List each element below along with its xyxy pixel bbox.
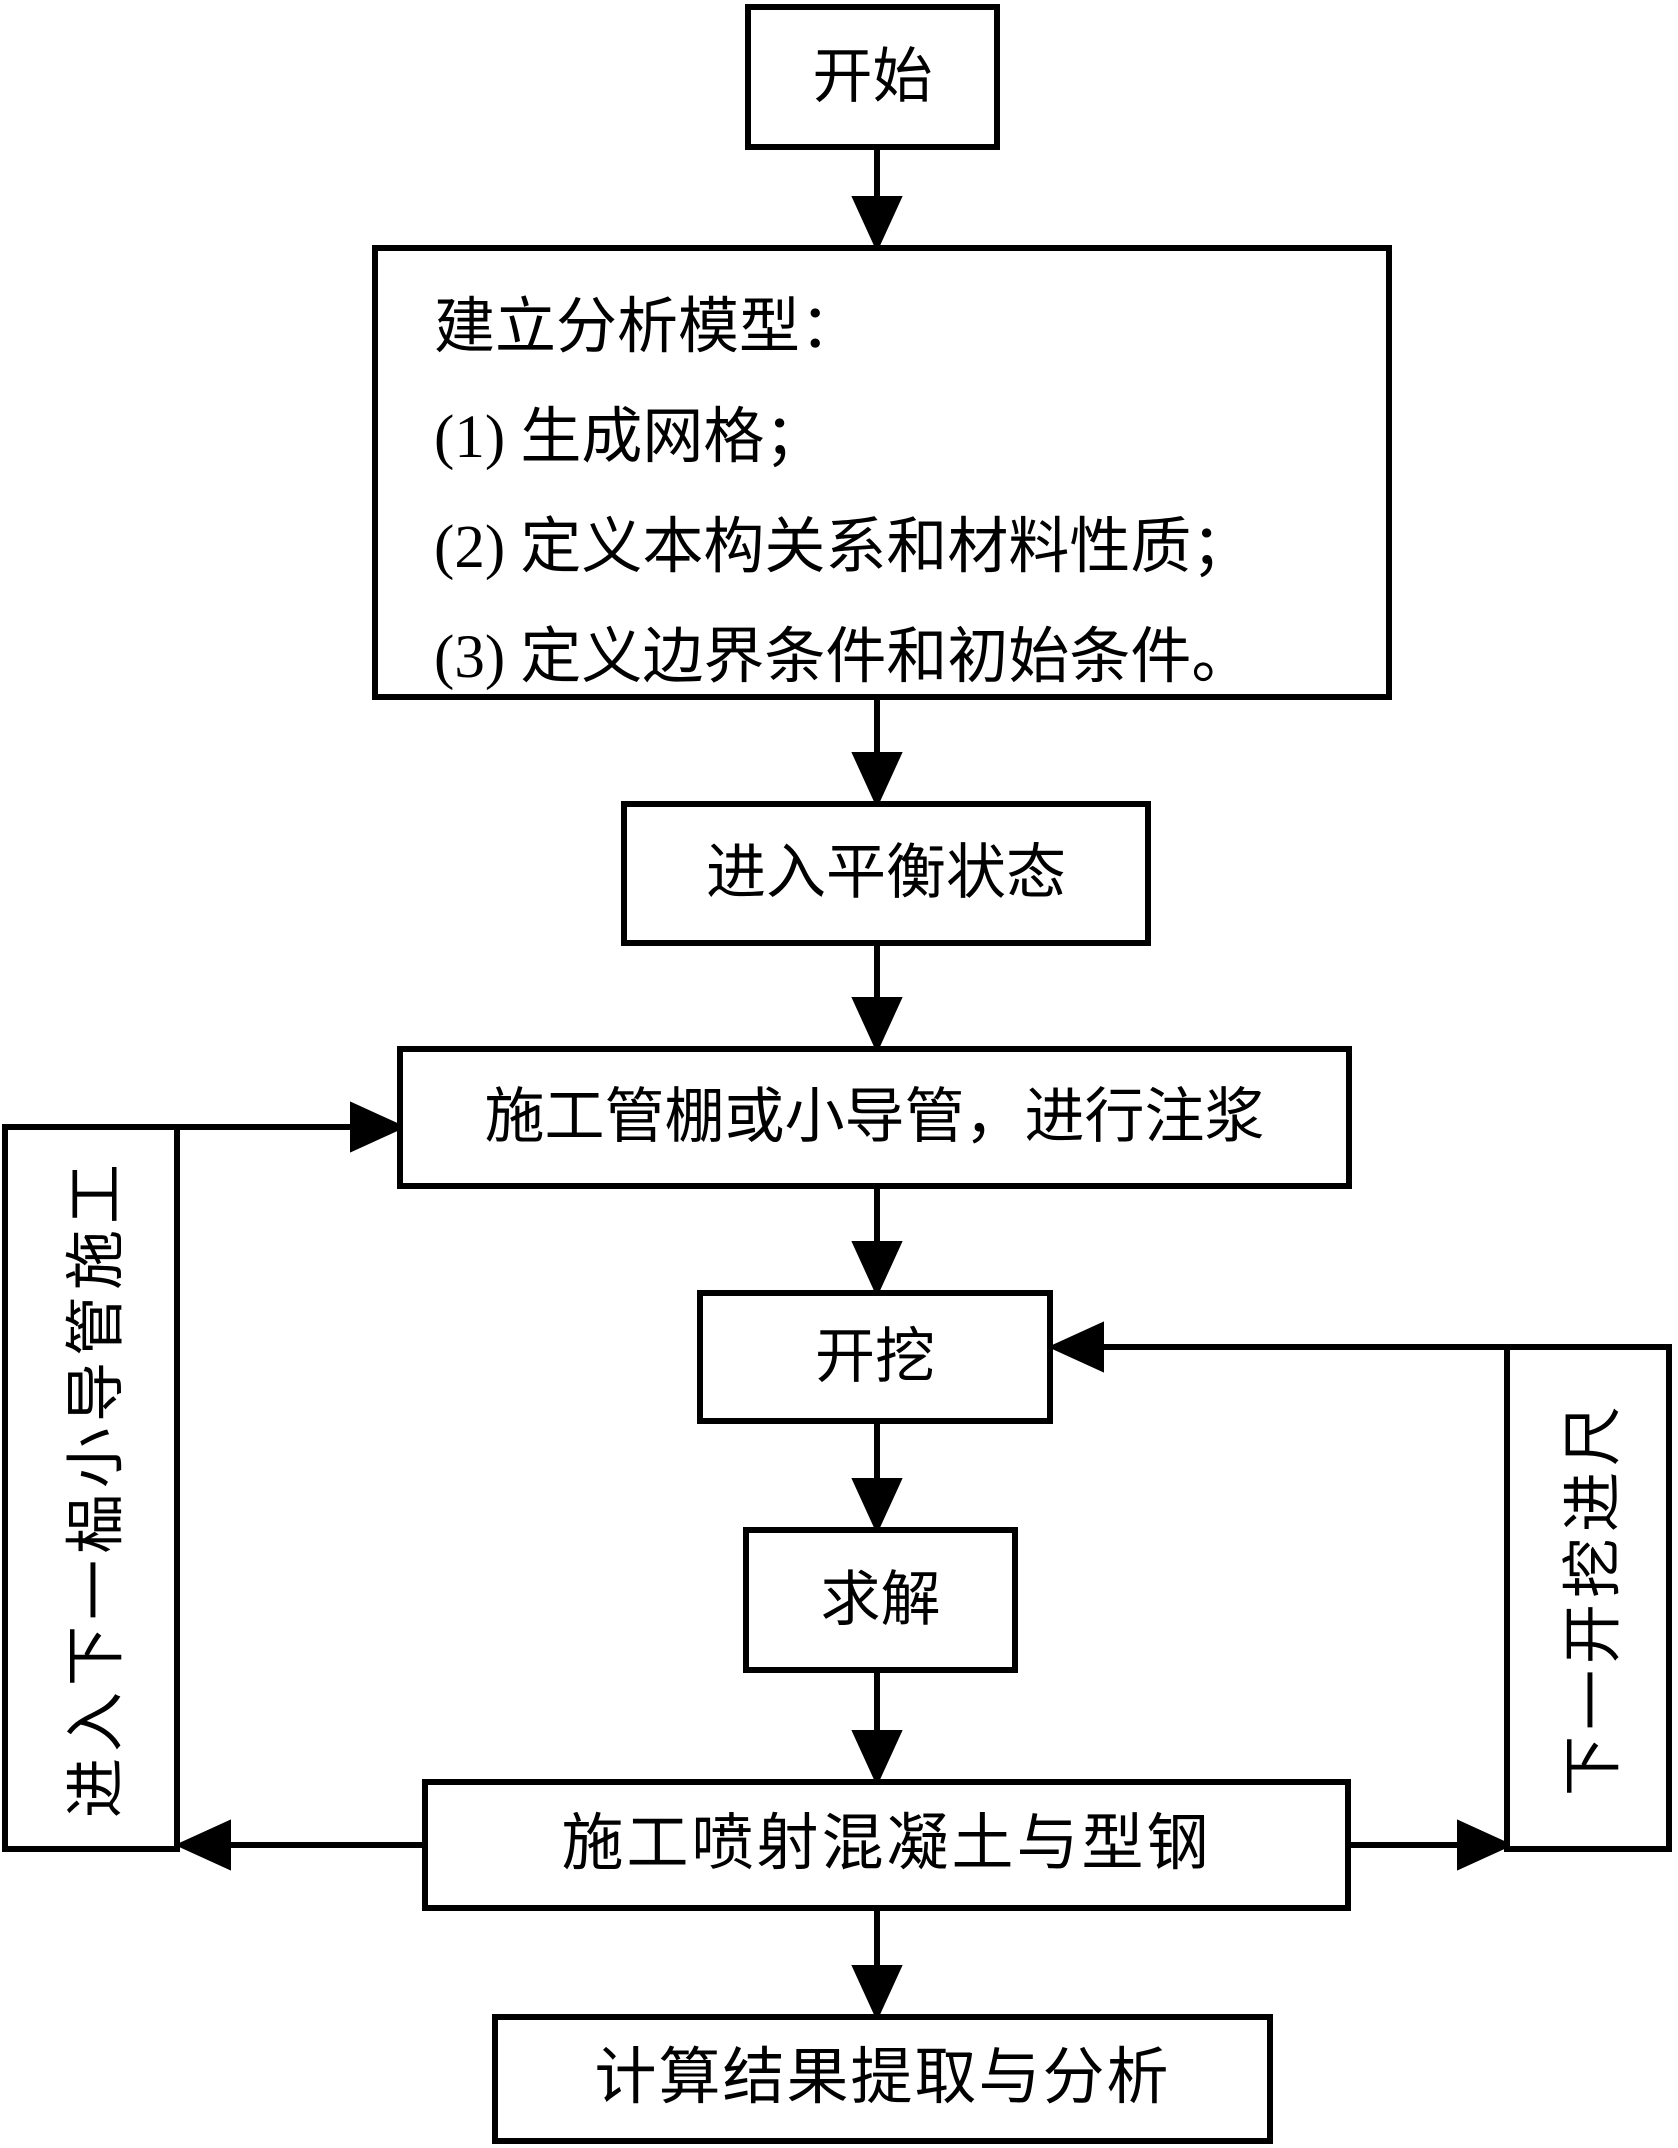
node-excavation: 开挖 xyxy=(697,1290,1053,1424)
node-results-analysis: 计算结果提取与分析 xyxy=(492,2014,1273,2144)
model-step-3: (3) 定义边界条件和初始条件。 xyxy=(434,623,1253,691)
arrowhead-excavation-to-solve xyxy=(851,1478,903,1535)
model-step-1: (1) 生成网格； xyxy=(434,403,826,471)
node-equilibrium: 进入平衡状态 xyxy=(621,801,1151,946)
node-next-excavation-advance: 下一开挖进尺 xyxy=(1504,1344,1672,1852)
next-excavation-advance-label: 下一开挖进尺 xyxy=(1560,1400,1627,1796)
arrowhead-support-to-nextadvance xyxy=(1457,1819,1514,1871)
node-build-model: 建立分析模型： (1) 生成网格； (2) 定义本构关系和材料性质； (3) 定… xyxy=(372,245,1392,700)
arrowhead-equilibrium-to-grouting xyxy=(851,997,903,1054)
node-next-pipe-cycle: 进入下一榀小导管施工 xyxy=(2,1124,180,1852)
arrowhead-start-to-model xyxy=(851,196,903,253)
arrowhead-support-to-nextpipe xyxy=(174,1819,231,1871)
node-start: 开始 xyxy=(745,4,1000,150)
node-solve: 求解 xyxy=(743,1527,1018,1673)
arrowhead-nextpipe-to-grouting xyxy=(350,1101,407,1153)
model-title: 建立分析模型： xyxy=(434,293,862,361)
arrowhead-support-to-results xyxy=(851,1965,903,2022)
arrowhead-nextadvance-to-excavation xyxy=(1047,1321,1104,1373)
node-grouting: 施工管棚或小导管，进行注浆 xyxy=(397,1046,1352,1189)
node-shotcrete-steel: 施工喷射混凝土与型钢 xyxy=(422,1779,1351,1911)
model-step-2: (2) 定义本构关系和材料性质； xyxy=(434,513,1253,581)
next-pipe-cycle-label: 进入下一榀小导管施工 xyxy=(63,1158,130,1818)
arrowhead-solve-to-support xyxy=(851,1730,903,1787)
arrowhead-grouting-to-excavation xyxy=(851,1241,903,1298)
arrowhead-model-to-equilibrium xyxy=(851,752,903,809)
